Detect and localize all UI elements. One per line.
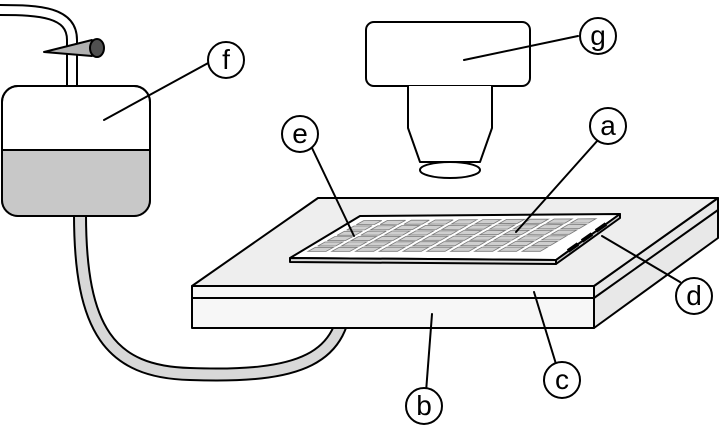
electrode-cell: [539, 235, 569, 241]
svg-text:c: c: [555, 364, 569, 395]
electrode-cell: [373, 235, 402, 241]
svg-text:d: d: [686, 280, 702, 311]
slide: [289, 213, 621, 265]
clamp-valve: [43, 38, 105, 58]
electrode-cell: [363, 241, 393, 247]
electrode-cell: [459, 241, 488, 247]
electrode-cell: [454, 230, 484, 236]
electrode-cell: [449, 219, 479, 225]
electrode-cell: [360, 230, 387, 236]
electrode-cell: [559, 223, 588, 230]
connecting-tube: [73, 213, 353, 382]
electrode-cell: [327, 236, 353, 242]
electrode-cell: [549, 229, 579, 235]
svg-text:g: g: [590, 20, 606, 51]
label-b: b: [405, 387, 443, 425]
electrode-grid: [306, 218, 598, 252]
electrode-cell: [356, 220, 382, 226]
electrode-cell: [346, 225, 373, 231]
electrode-cell: [520, 246, 550, 252]
electrode-cell: [496, 246, 526, 252]
svg-text:f: f: [222, 44, 230, 75]
electrode-cell: [427, 219, 454, 225]
electrode-cell: [420, 235, 450, 241]
label-g: g: [579, 17, 617, 55]
electrode-cell: [379, 219, 406, 225]
electrode-cell: [545, 218, 574, 224]
leader-line-f: [103, 61, 211, 121]
leader-line-b: [425, 313, 433, 393]
svg-text:b: b: [416, 390, 432, 421]
electrode-cell: [401, 246, 431, 252]
contact-pads: [566, 222, 608, 253]
electrode-cell: [530, 240, 559, 247]
electrode-cell: [387, 241, 417, 247]
label-f: f: [207, 41, 245, 79]
leader-lines: [103, 35, 681, 393]
electrode-cell: [317, 241, 345, 247]
electrode-cell: [444, 235, 474, 241]
label-c: c: [543, 361, 581, 399]
electrode-cell: [435, 241, 464, 247]
leader-line-a: [515, 139, 599, 233]
electrode-cell: [492, 235, 521, 241]
electrode-cell: [383, 230, 412, 236]
electrode-cell: [339, 241, 369, 247]
electrode-cell: [506, 240, 535, 247]
reservoir-liquid: [2, 150, 150, 216]
electrode-cell: [336, 230, 363, 236]
electrode-cell: [516, 235, 545, 241]
leader-line-d: [601, 235, 681, 283]
electrode-cell: [525, 229, 555, 235]
electrode-cell: [416, 224, 446, 231]
electrode-cell: [482, 241, 512, 247]
electrode-cell: [330, 246, 359, 252]
electrode-cell: [403, 219, 430, 225]
electrode-cell: [568, 218, 598, 224]
label-a: a: [589, 107, 627, 145]
electrode-cell: [487, 224, 517, 230]
electrode-cell: [377, 246, 407, 252]
objective-tip: [419, 161, 481, 179]
reservoir: [1, 85, 151, 217]
leader-line-e: [311, 147, 355, 237]
electrode-cell: [411, 241, 440, 247]
electrode-cell: [392, 225, 422, 231]
leader-line-c: [533, 291, 557, 365]
electrode-cell: [397, 235, 426, 241]
leader-line-g: [463, 35, 579, 61]
svg-text:e: e: [292, 118, 308, 149]
svg-text:a: a: [600, 110, 616, 141]
stage-front-face: [191, 285, 595, 329]
electrode-cell: [473, 246, 502, 252]
objective-lens: [365, 21, 531, 179]
electrode-cell: [468, 235, 498, 241]
electrode-cell: [425, 246, 455, 252]
electrode-cell: [440, 224, 469, 230]
inlet-tube: [0, 4, 78, 90]
electrode-cell: [535, 224, 564, 230]
objective-body: [365, 21, 531, 87]
electrode-cell: [354, 246, 383, 252]
objective-barrel: [407, 85, 493, 163]
label-e: e: [281, 115, 319, 153]
electrode-cell: [368, 225, 398, 231]
electrode-cell: [464, 224, 493, 230]
electrode-cell: [497, 218, 527, 225]
electrode-cell: [478, 229, 507, 236]
electrode-cell: [449, 246, 478, 252]
electrode-cell: [473, 219, 503, 225]
electrode-cell: [430, 230, 460, 236]
electrode-cell: [306, 246, 336, 252]
electrode-cell: [406, 230, 436, 236]
label-d: d: [675, 277, 713, 315]
electrode-cell: [349, 236, 379, 242]
